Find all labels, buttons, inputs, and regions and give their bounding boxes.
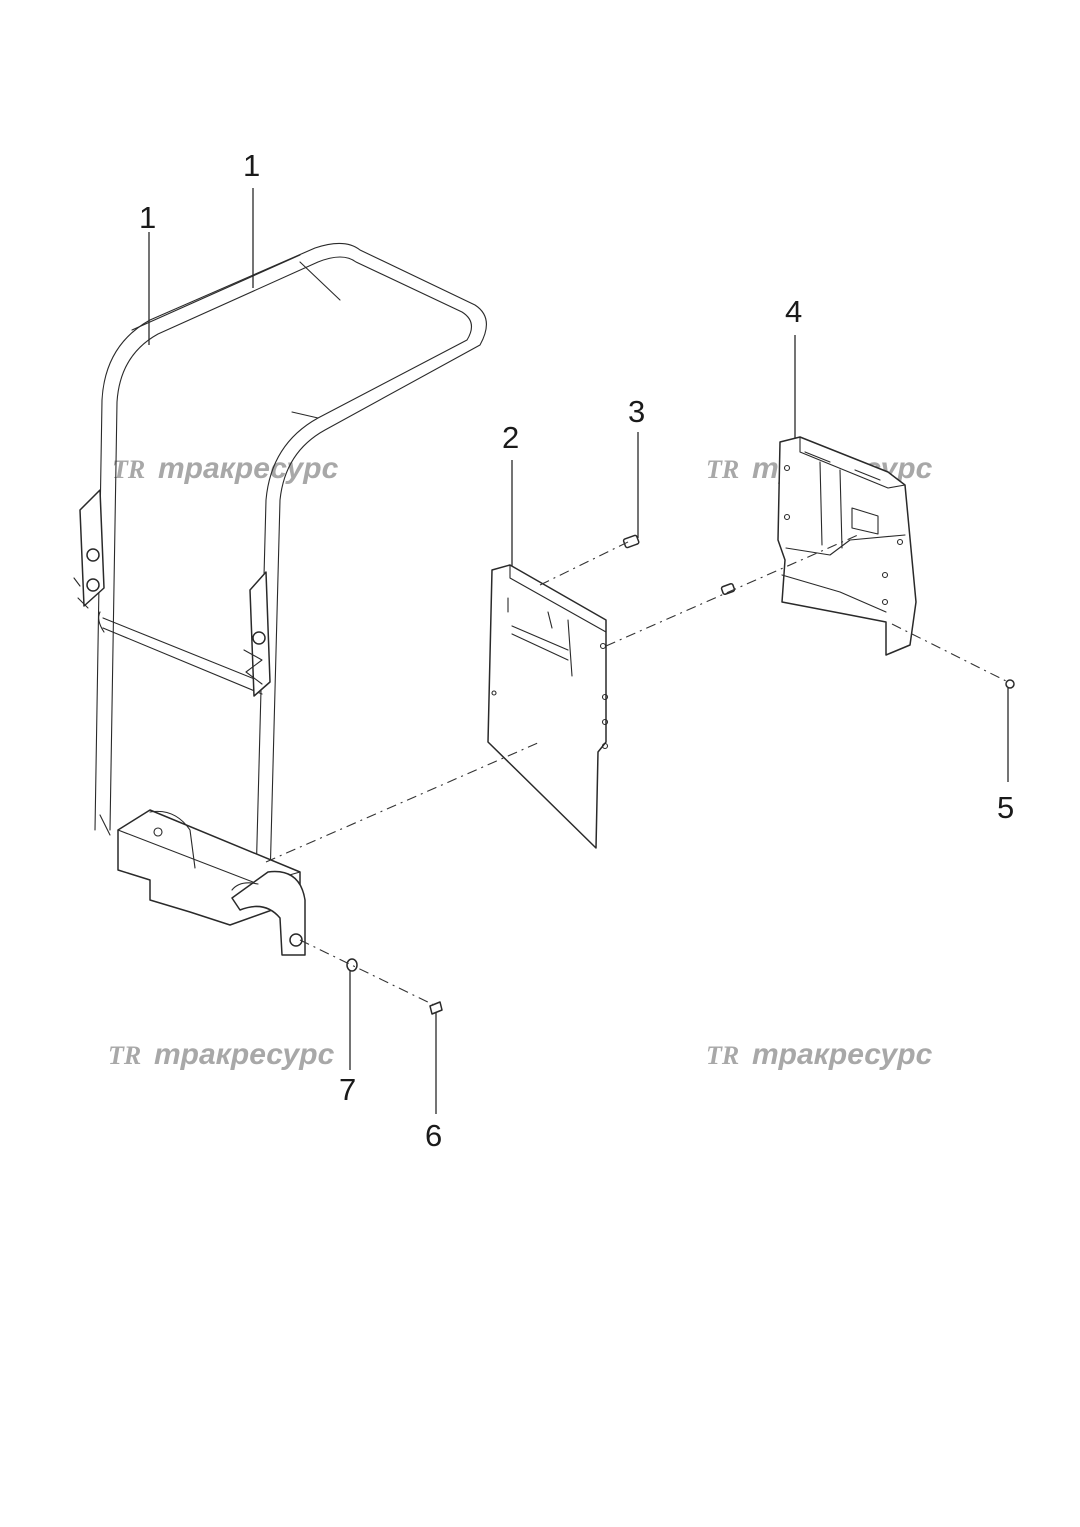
callout-1-top: 1 xyxy=(243,148,260,183)
washer-part-7 xyxy=(346,958,358,972)
leader-lines xyxy=(148,188,1009,1114)
watermark-brand: тракресурс xyxy=(154,1038,335,1071)
callout-3: 3 xyxy=(628,394,645,429)
screw-part-5 xyxy=(1005,679,1015,689)
watermark-bottom-left: TR тракресурс xyxy=(108,1038,335,1071)
callout-1-left: 1 xyxy=(139,200,156,235)
watermark-logo-icon: TR xyxy=(706,455,739,484)
watermark-brand: тракресурс xyxy=(158,452,339,485)
assembly-lines xyxy=(265,534,1009,1007)
clip-part xyxy=(622,534,736,595)
roll-frame-part xyxy=(73,242,487,956)
callouts: 1 1 2 3 4 5 6 7 xyxy=(139,148,1014,1153)
watermark-top-left: TR тракресурс xyxy=(112,452,339,485)
callout-6: 6 xyxy=(425,1118,442,1153)
watermark-logo-icon: TR xyxy=(706,1041,739,1070)
rear-panel-part xyxy=(487,564,609,849)
callout-4: 4 xyxy=(785,294,802,329)
watermark-logo-icon: TR xyxy=(108,1041,141,1070)
watermark-brand: тракресурс xyxy=(752,1038,933,1071)
watermark-bottom-right: TR тракресурс xyxy=(706,1038,933,1071)
side-cover-part xyxy=(777,436,917,656)
watermark-logo-icon: TR xyxy=(112,455,145,484)
callout-5: 5 xyxy=(997,790,1014,825)
callout-2: 2 xyxy=(502,420,519,455)
callout-7: 7 xyxy=(339,1072,356,1107)
